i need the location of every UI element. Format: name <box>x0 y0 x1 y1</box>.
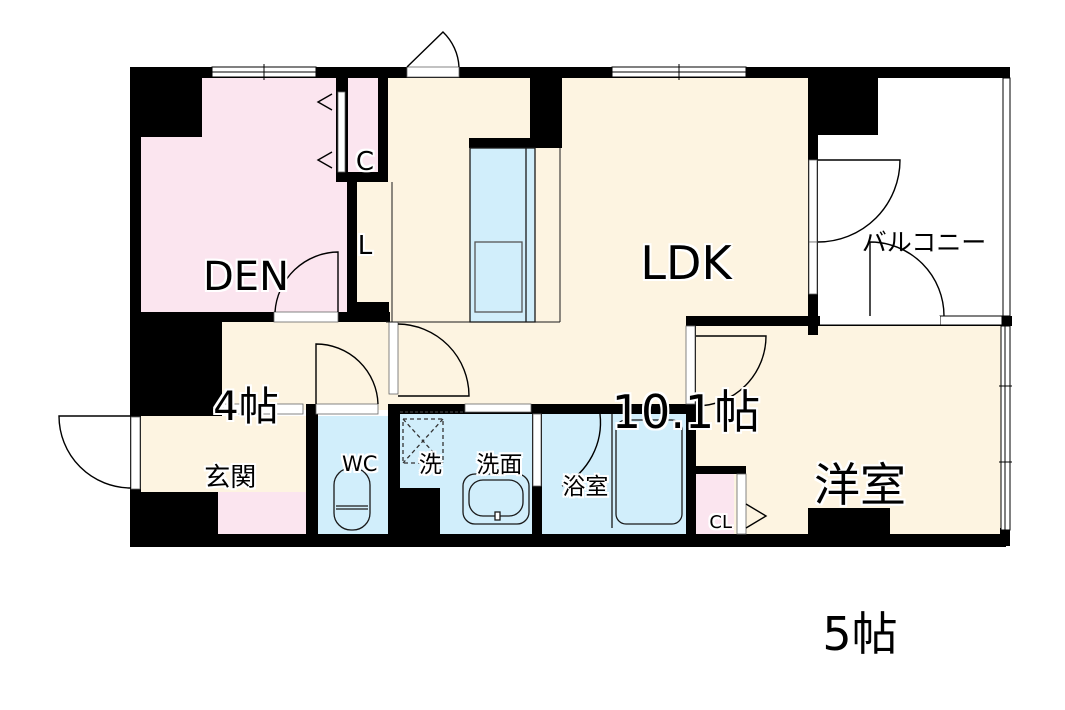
fixtures <box>333 147 683 531</box>
bathtub <box>615 419 683 525</box>
western-closet-label: CL <box>709 512 733 534</box>
den-name: DEN <box>203 254 289 301</box>
washroom-label: 洗面 <box>476 451 523 478</box>
den-size: 4帖 <box>213 383 279 430</box>
western-label: 洋室 5帖 <box>770 362 950 710</box>
door-openings <box>130 66 818 535</box>
washer-label: 洗 <box>418 451 442 478</box>
den-closet[interactable] <box>348 78 380 180</box>
western-name: 洋室 <box>814 458 906 513</box>
balcony-door-2 <box>869 241 945 317</box>
hall-door <box>397 323 470 397</box>
shoe-box <box>218 492 306 534</box>
windows <box>211 64 1012 531</box>
entrance-area[interactable] <box>140 416 306 494</box>
ldk-label: LDK 10.1帖 <box>586 140 786 488</box>
western-size: 5帖 <box>822 607 898 662</box>
balcony-label: バルコニー <box>861 228 987 257</box>
kitchen-sink <box>474 241 523 313</box>
entrance-label: 玄関 <box>204 463 257 494</box>
door-swings <box>58 31 945 529</box>
kitchen-corridor[interactable] <box>356 180 386 314</box>
den-closet-label: C L <box>348 92 382 289</box>
hallway[interactable] <box>222 322 390 410</box>
den-closet-c: C <box>355 147 375 178</box>
bath-door <box>561 413 602 487</box>
wc-door <box>315 343 379 405</box>
balcony-sash <box>939 315 1003 326</box>
walls <box>130 67 1012 547</box>
bathroom-label: 浴室 <box>562 473 609 500</box>
floor-plan <box>58 31 1012 547</box>
closet-door-western <box>745 503 768 529</box>
den-closet-l: L <box>357 231 373 262</box>
den-label: DEN 4帖 <box>196 170 296 472</box>
wc-label: WC <box>341 451 378 476</box>
western-door <box>695 335 767 407</box>
entrance-door <box>58 415 132 489</box>
balcony-door-1 <box>817 159 901 243</box>
front-balcony-door <box>406 31 460 68</box>
closet-door-den-1 <box>316 93 333 111</box>
ldk-size: 10.1帖 <box>611 385 761 440</box>
western-closet[interactable] <box>694 470 734 534</box>
closet-door-den-2 <box>316 151 333 169</box>
washbasin <box>462 473 530 525</box>
ldk-name: LDK <box>640 236 732 291</box>
toilet <box>333 467 371 531</box>
balcony-rail <box>1002 77 1011 317</box>
den-door <box>274 251 339 313</box>
